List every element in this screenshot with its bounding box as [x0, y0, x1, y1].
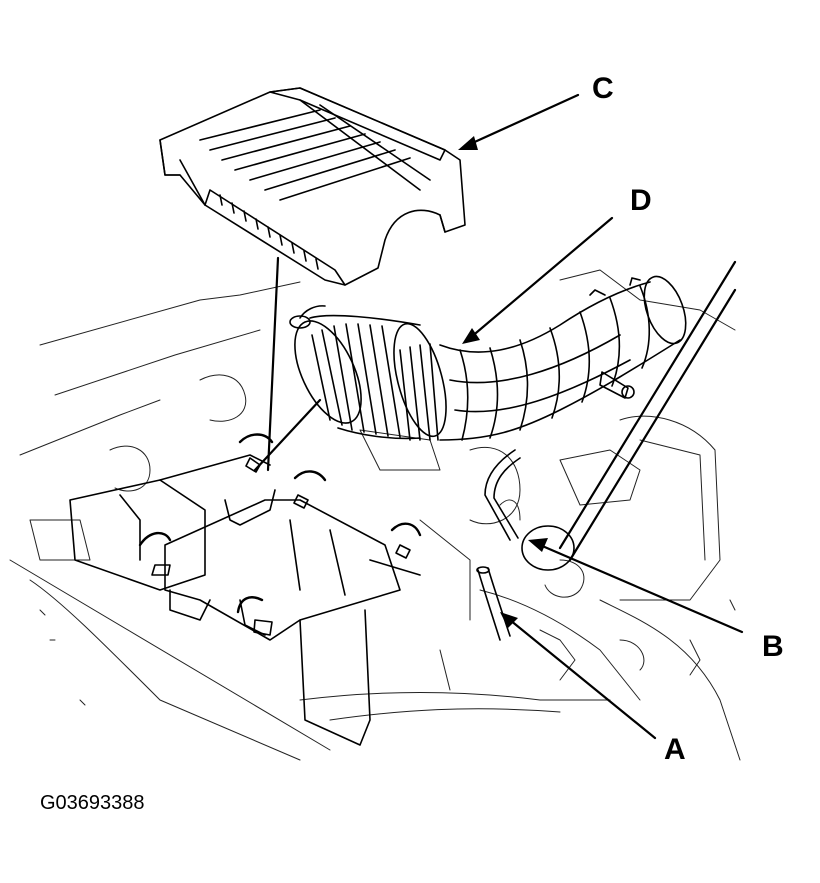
- leader-c: [466, 93, 580, 147]
- air-cleaner-housing: [69, 454, 421, 746]
- breather-hose: [476, 449, 575, 641]
- callout-b: B: [762, 630, 784, 663]
- arrowheads: [458, 136, 548, 628]
- hose-clamps: [138, 433, 422, 636]
- intake-filter: [289, 305, 447, 440]
- leader-c2: [266, 256, 280, 472]
- intake-duct: [399, 275, 687, 441]
- callout-a: A: [664, 733, 686, 766]
- callout-d: D: [630, 184, 652, 217]
- leader-d: [468, 216, 614, 340]
- callout-leaders: [253, 93, 744, 740]
- callout-c: C: [592, 72, 614, 105]
- leader-b: [538, 543, 744, 634]
- air-cleaner-cover: [159, 87, 466, 286]
- figure-id: G03693388: [40, 792, 145, 814]
- leader-a: [508, 618, 657, 740]
- engine-bay-background: [9, 269, 741, 761]
- leader-d2: [253, 398, 322, 472]
